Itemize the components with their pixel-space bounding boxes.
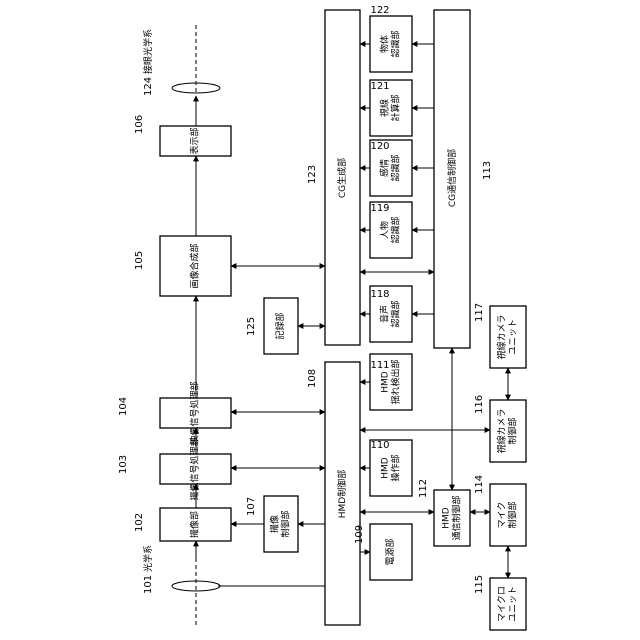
block-label-line: 画像合成部 (189, 243, 201, 288)
block-imaging-unit: 102 撮像部 (134, 508, 231, 541)
block-label-line: 撮像信号処理部 (189, 437, 201, 500)
block-label-line: 映像信号処理部 (189, 381, 201, 444)
lens-optical-system: 101 光学系 (142, 545, 220, 594)
block-image-synthesis-label: 画像合成部 (189, 243, 201, 288)
block-imaging-control-number: 107 (246, 497, 257, 516)
block-person-recognition: 119 人物認識部 (370, 202, 412, 258)
block-label-line: 制御部 (280, 510, 292, 537)
block-cg-generation-label: CG生成部 (336, 158, 348, 198)
block-label-line: 制御部 (507, 417, 519, 444)
block-video-signal-processing: 104 映像信号処理部 (118, 381, 231, 444)
block-recorder: 125 記録部 (246, 298, 298, 354)
block-hmd-communication-control-number: 112 (418, 479, 429, 498)
lens-eyepiece-number: 124 (143, 77, 154, 96)
block-imaging-signal-processing-number: 103 (118, 455, 129, 474)
block-microphone-control: 114 マイク制御部 (474, 475, 526, 546)
block-hmd-shake-detection: 111 HMD揺れ検出部 (370, 354, 412, 410)
lens-eyepiece: 124 接眼光学系 (142, 29, 220, 96)
lens-optical-system-number: 101 (143, 575, 154, 594)
block-display: 106 表示部 (134, 115, 231, 156)
block-label-line: マイクロ (497, 586, 508, 622)
block-emotion-recognition: 120 感情認識部 (370, 140, 412, 196)
block-cg-communication-control-label: CG通信制御部 (446, 149, 458, 207)
block-label-line: ユニット (509, 586, 519, 622)
block-label-line: 感情 (379, 159, 391, 177)
block-label-line: HMD (381, 457, 391, 479)
lens-eyepiece-label: 接眼光学系 (142, 29, 154, 74)
block-label-line: 操作部 (390, 454, 402, 481)
block-microphone-control-number: 114 (474, 475, 485, 494)
block-label-line: 撮像 (269, 515, 281, 533)
block-speech-recognition-number: 118 (370, 289, 389, 300)
block-object-recognition: 122 物体認識部 (370, 5, 412, 72)
block-cg-generation-number: 123 (307, 165, 318, 184)
block-power-supply-label: 電源部 (384, 538, 396, 565)
block-microphone-unit: 115 マイクロユニット (474, 575, 526, 630)
block-imaging-signal-processing-label: 撮像信号処理部 (189, 437, 201, 500)
block-cg-generation: 123 CG生成部 (307, 10, 360, 345)
block-cg-communication-control-number: 113 (482, 161, 493, 180)
block-gaze-calculation: 121 視線計算部 (370, 80, 412, 136)
block-gaze-camera-control: 116 視線カメラ制御部 (474, 395, 526, 462)
block-label-line: 物体 (379, 35, 391, 53)
block-gaze-calculation-number: 121 (370, 81, 389, 92)
block-gaze-camera-unit-label: 視線カメラユニット (496, 314, 519, 359)
block-label-line: 記録部 (274, 312, 286, 339)
block-label-line: 揺れ検出部 (390, 359, 402, 404)
block-gaze-camera-unit-number: 117 (474, 303, 485, 322)
block-label-line: 認識部 (390, 154, 402, 181)
block-image-synthesis: 105 画像合成部 (134, 236, 231, 296)
block-label-line: 撮像部 (189, 511, 201, 538)
block-hmd-shake-detection-number: 111 (370, 360, 389, 371)
block-microphone-unit-number: 115 (474, 575, 485, 594)
block-hmd-operation-label: HMD操作部 (381, 454, 402, 481)
block-label-line: 制御部 (507, 501, 519, 528)
block-label-line: 計算部 (390, 94, 402, 121)
block-hmd-control-number: 108 (307, 369, 318, 388)
block-recorder-label: 記録部 (274, 312, 286, 339)
block-label-line: 認識部 (390, 216, 402, 243)
block-hmd-control-label: HMD制御部 (336, 470, 348, 518)
block-label-line: 視線 (379, 99, 391, 117)
block-label-line: 視線カメラ (496, 408, 508, 453)
block-display-number: 106 (134, 115, 145, 134)
block-label-line: 認識部 (390, 300, 402, 327)
block-image-synthesis-number: 105 (134, 251, 145, 270)
lens-optical-system-label: 光学系 (142, 545, 154, 572)
block-label-line: HMD (442, 507, 452, 529)
block-gaze-camera-control-number: 116 (474, 395, 485, 414)
block-person-recognition-number: 119 (370, 203, 389, 214)
block-video-signal-processing-label: 映像信号処理部 (189, 381, 201, 444)
block-label-line: 通信制御部 (451, 495, 463, 540)
block-recorder-number: 125 (246, 317, 257, 336)
block-label-line: 認識部 (390, 30, 402, 57)
block-label-line: 人物 (379, 221, 391, 239)
block-label-line: 視線カメラ (496, 314, 508, 359)
block-cg-communication-control: 113 CG通信制御部 (434, 10, 493, 348)
block-imaging-unit-label: 撮像部 (189, 511, 201, 538)
block-hmd-operation: 110 HMD操作部 (370, 440, 412, 496)
block-display-label: 表示部 (189, 127, 201, 154)
block-gaze-camera-unit: 117 視線カメラユニット (474, 303, 526, 368)
block-label-line: 表示部 (189, 127, 201, 154)
block-emotion-recognition-number: 120 (370, 141, 389, 152)
block-power-supply-number: 109 (354, 525, 365, 544)
block-imaging-signal-processing: 103 撮像信号処理部 (118, 437, 231, 500)
block-label-line: HMD (381, 371, 391, 393)
block-label-line: マイク (497, 502, 508, 529)
block-label-line: 音声 (379, 305, 391, 323)
block-hmd-operation-number: 110 (370, 440, 389, 451)
block-label-line: ユニット (509, 319, 519, 355)
block-speech-recognition: 118 音声認識部 (370, 286, 412, 342)
block-object-recognition-number: 122 (370, 5, 389, 16)
block-imaging-unit-number: 102 (134, 513, 145, 532)
block-label-line: 電源部 (384, 538, 396, 565)
block-video-signal-processing-number: 104 (118, 397, 129, 416)
